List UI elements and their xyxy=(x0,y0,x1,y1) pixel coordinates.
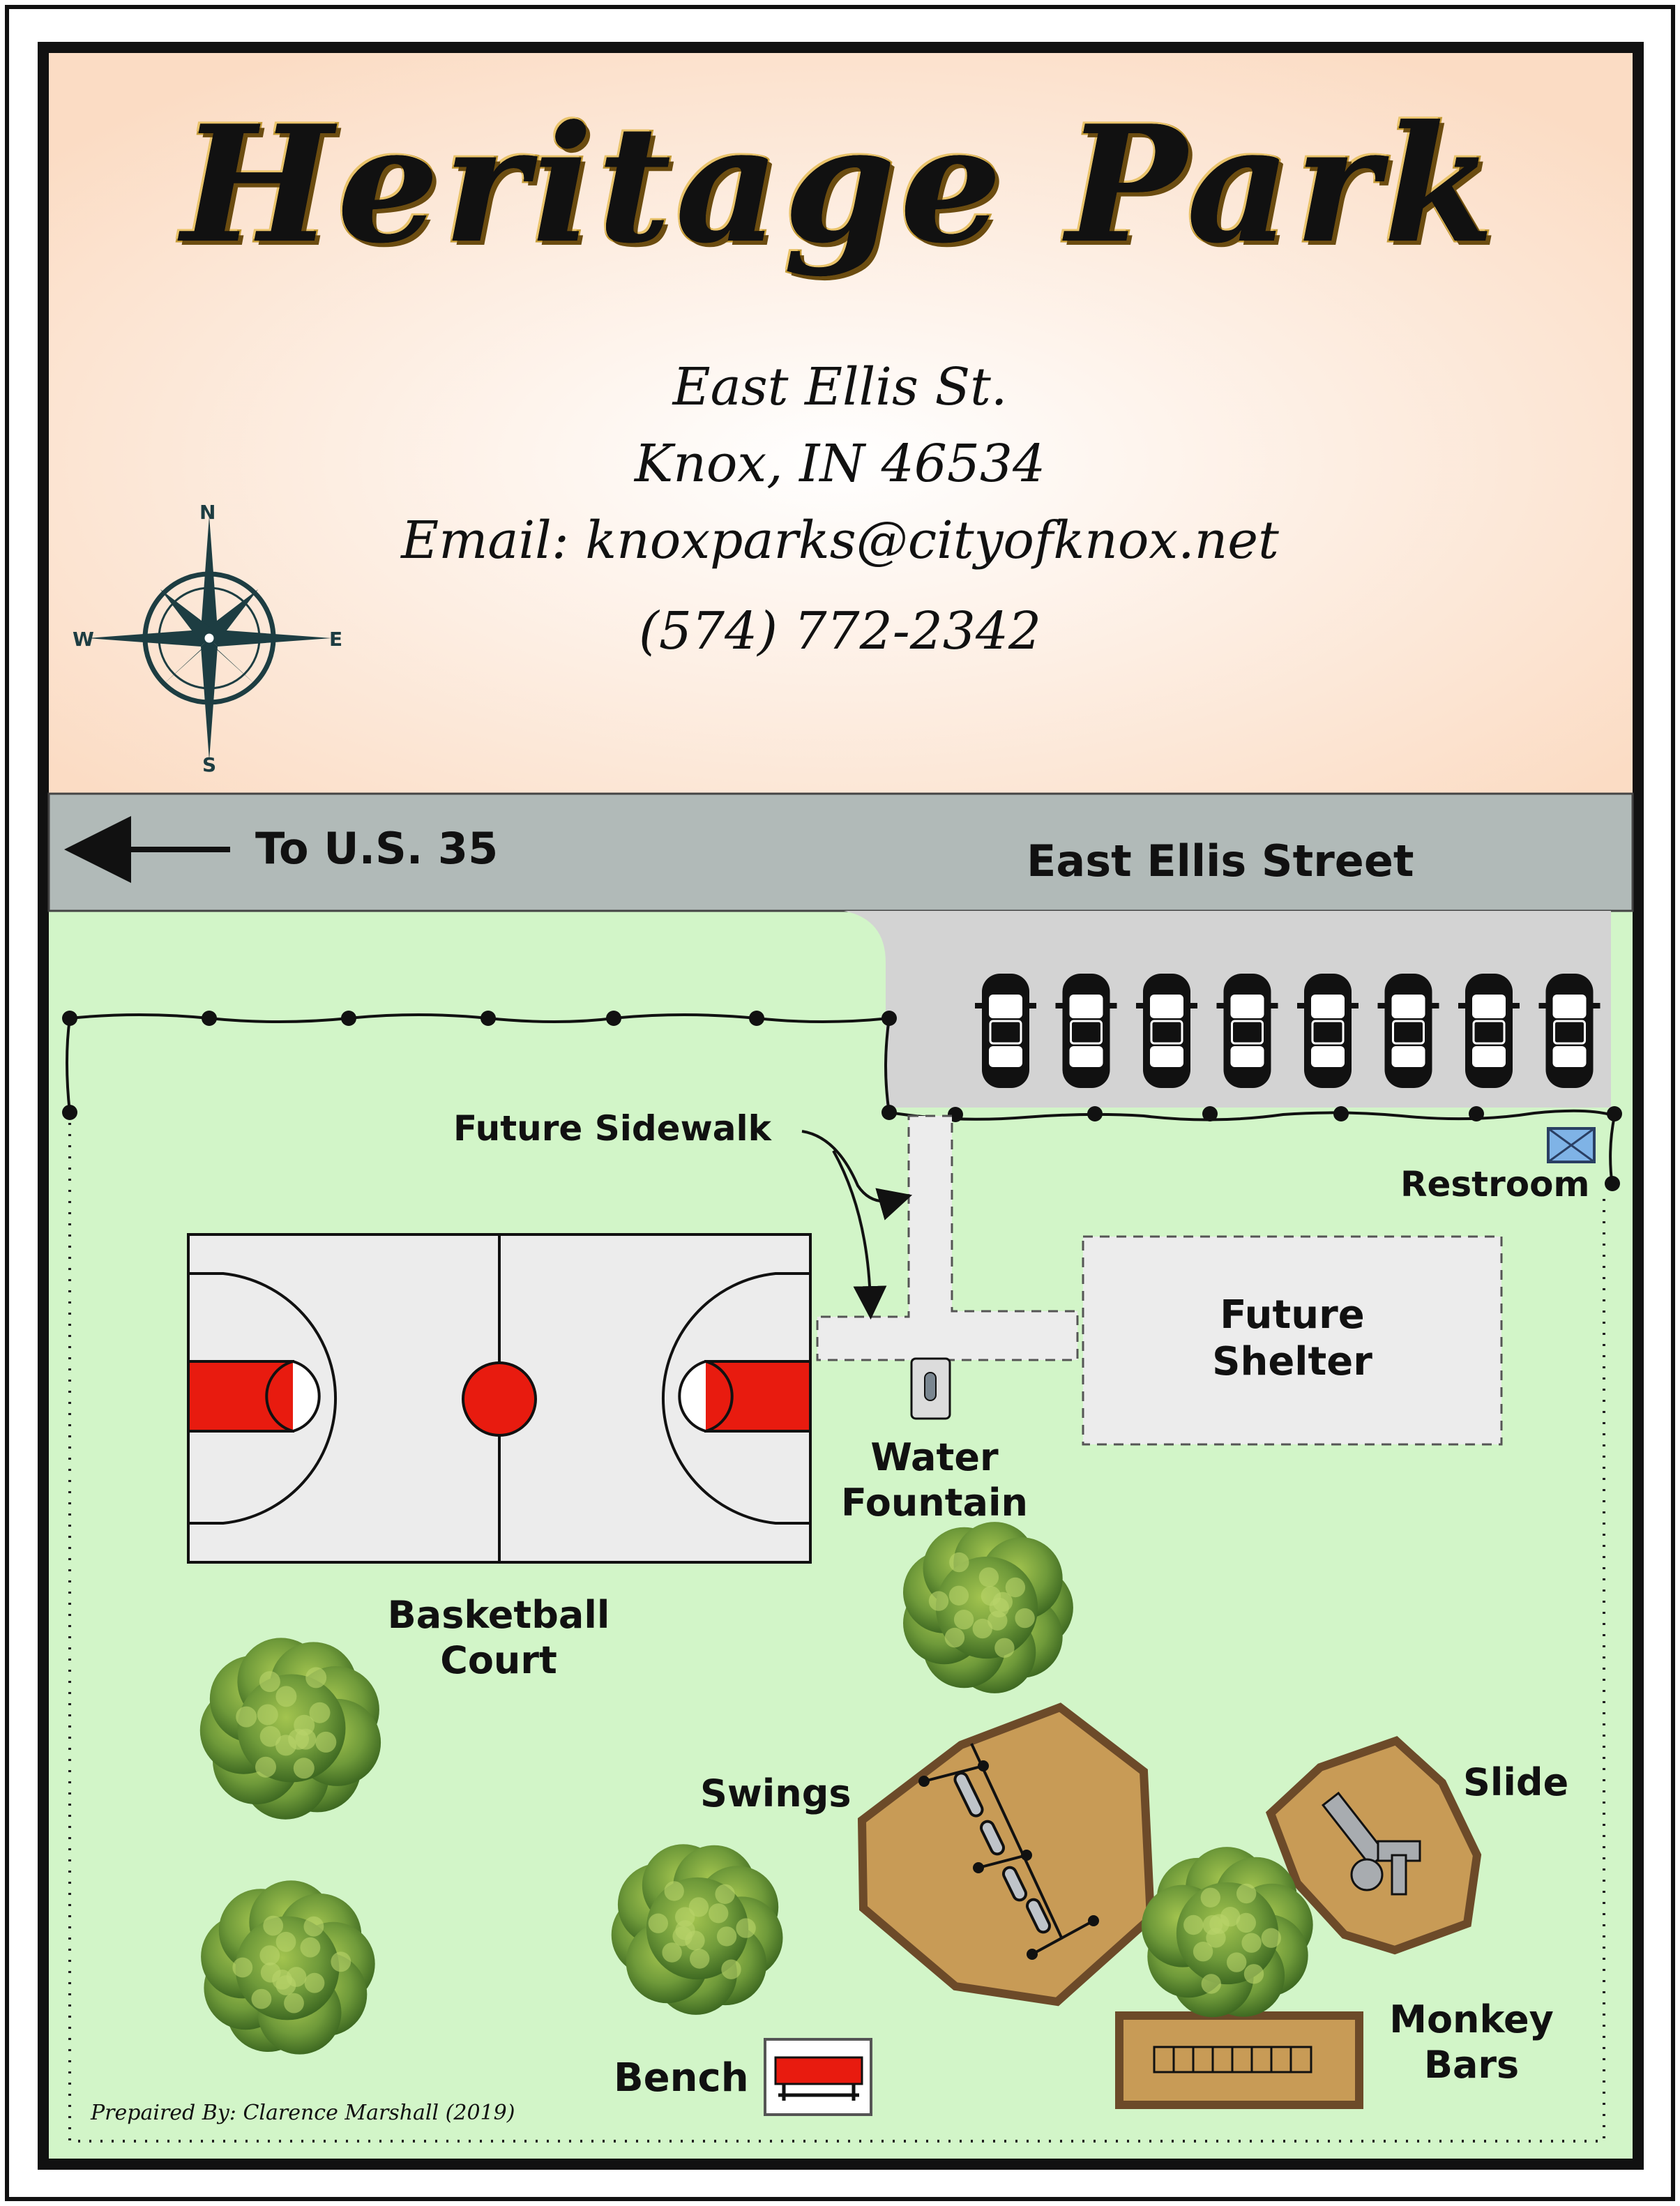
monkey-bars-area xyxy=(1115,2011,1363,2109)
swing-set-icon xyxy=(923,1743,1094,1956)
slide-label: Slide xyxy=(1463,1760,1569,1804)
compass-south-label: S xyxy=(202,753,217,776)
tree-icon xyxy=(903,1522,1073,1693)
car-icon xyxy=(1377,974,1439,1088)
restroom-label: Restroom xyxy=(1400,1164,1590,1204)
future-sidewalk-label: Future Sidewalk xyxy=(453,1108,771,1149)
trees xyxy=(199,1522,1313,2055)
compass-north-label: N xyxy=(199,501,216,524)
contact-phone: (574) 772-2342 xyxy=(638,601,1042,661)
park-title: Heritage Park xyxy=(179,89,1499,281)
monkey-bars-label-line1: Monkey xyxy=(1389,1997,1554,2041)
tree-icon xyxy=(611,1844,783,2015)
road-direction-label: To U.S. 35 xyxy=(255,823,499,874)
tree-icon xyxy=(201,1880,375,2055)
tree-icon xyxy=(199,1638,381,1820)
fence-posts xyxy=(62,1011,1622,1191)
road-name-label: East Ellis Street xyxy=(1027,836,1414,886)
water-fountain-label: Water Fountain xyxy=(823,1435,1046,1526)
car-icon xyxy=(1538,974,1600,1088)
basketball-court-label-line1: Basketball xyxy=(387,1593,610,1637)
water-fountain-label-line1: Water xyxy=(870,1435,999,1479)
monkey-bars-label: Monkey Bars xyxy=(1381,1997,1562,2088)
car-icon xyxy=(1458,974,1520,1088)
tree-icon xyxy=(1141,1847,1313,2018)
sidewalk-arrow-icon-2 xyxy=(832,1150,887,1320)
parking-cars xyxy=(975,974,1600,1088)
contact-email: Email: knoxparks@cityofknox.net xyxy=(401,511,1279,571)
car-icon xyxy=(1136,974,1197,1088)
address-street: East Ellis St. xyxy=(672,357,1008,417)
east-ellis-street-road xyxy=(47,792,1634,912)
address-city: Knox, IN 46534 xyxy=(634,434,1046,494)
future-shelter-label-line1: Future xyxy=(1220,1292,1365,1338)
compass-west-label: W xyxy=(73,628,94,651)
slide-icon xyxy=(1322,1791,1421,1896)
compass-east-label: E xyxy=(329,628,343,651)
compass-rose-icon xyxy=(87,516,331,760)
future-shelter-label-line2: Shelter xyxy=(1212,1339,1372,1385)
monkey-bars-icon xyxy=(1153,2046,1312,2073)
basketball-court-label-line2: Court xyxy=(440,1638,557,1682)
future-shelter-label: Future Shelter xyxy=(1083,1292,1501,1385)
swings-label: Swings xyxy=(700,1771,852,1815)
car-icon xyxy=(975,974,1036,1088)
basketball-court-label: Basketball Court xyxy=(370,1593,628,1684)
car-icon xyxy=(1297,974,1359,1088)
sidewalk-arrow-icon xyxy=(801,1130,913,1221)
monkey-bars-label-line2: Bars xyxy=(1423,2042,1520,2087)
header-panel xyxy=(49,53,1633,794)
car-icon xyxy=(1216,974,1278,1088)
park-boundary-dotted xyxy=(68,1123,1605,2143)
basketball-court xyxy=(187,1233,812,1564)
car-icon xyxy=(1055,974,1117,1088)
credit-text: Prepaired By: Clarence Marshall (2019) xyxy=(91,2101,515,2125)
water-fountain-label-line2: Fountain xyxy=(841,1480,1028,1525)
bench-label: Bench xyxy=(614,2055,749,2101)
future-shelter-area xyxy=(1082,1235,1503,1446)
